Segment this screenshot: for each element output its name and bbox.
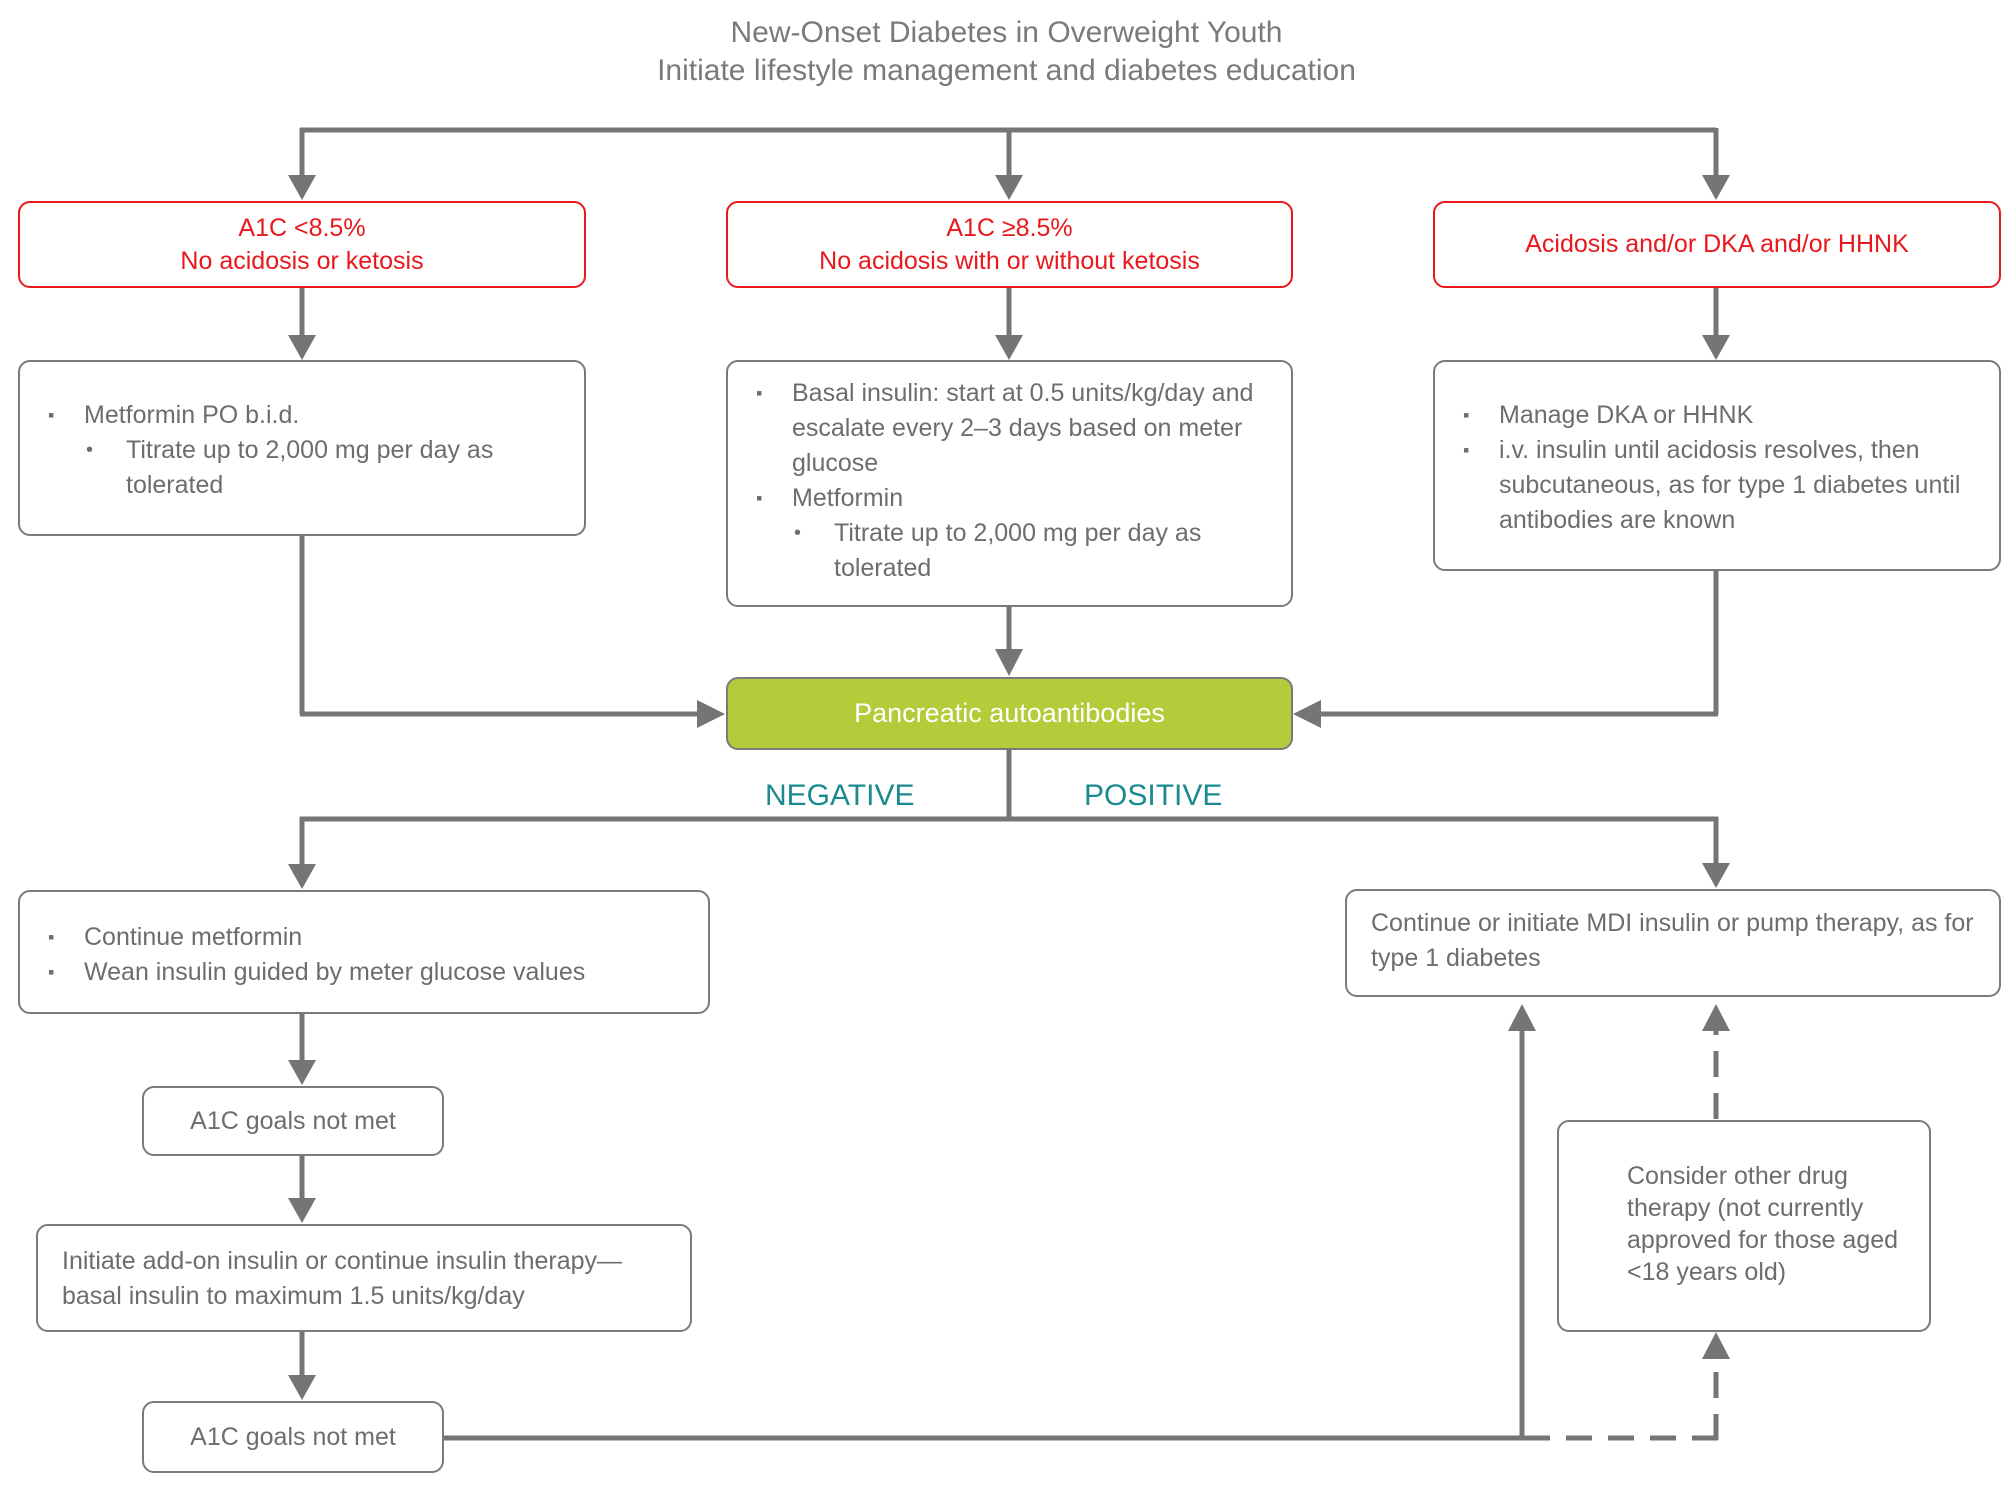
- continue-metformin-box: Continue metformin Wean insulin guided b…: [18, 890, 710, 1014]
- arrow-to-treatment-right: [1702, 335, 1730, 360]
- wean-insulin-item: Wean insulin guided by meter glucose val…: [20, 955, 688, 990]
- a1c-goals-not-met-box-2: A1C goals not met: [142, 1401, 444, 1473]
- arrow-to-criteria-left: [288, 175, 316, 200]
- arrow-to-negative-box: [288, 864, 316, 889]
- add-on-insulin-box: Initiate add-on insulin or continue insu…: [36, 1224, 692, 1332]
- other-drug-therapy-text: Consider other drug therapy (not current…: [1627, 1162, 1899, 1286]
- arrow-to-positive-box: [1702, 863, 1730, 888]
- arrow-middle-to-autoantibodies: [995, 649, 1023, 676]
- arrow-up-to-mdi: [1508, 1004, 1536, 1031]
- diagram-title: New-Onset Diabetes in Overweight Youth: [730, 16, 1283, 49]
- arrow-to-goals1: [288, 1060, 316, 1085]
- criteria-a1c-below-8-5: A1C <8.5% No acidosis or ketosis: [18, 201, 586, 288]
- mdi-insulin-pump-text: Continue or initiate MDI insulin or pump…: [1371, 909, 1974, 972]
- treatment-right-box: Manage DKA or HHNK i.v. insulin until ac…: [1433, 360, 2001, 571]
- treatment-middle-box: Basal insulin: start at 0.5 units/kg/day…: [726, 360, 1293, 607]
- treatment-right-item-manage-dka: Manage DKA or HHNK: [1435, 398, 1985, 433]
- treatment-left-item-metformin: Metformin PO b.i.d. Titrate up to 2,000 …: [20, 398, 564, 503]
- diagram-subtitle: Initiate lifestyle management and diabet…: [657, 54, 1356, 87]
- arrow-other-drug-to-mdi: [1702, 1004, 1730, 1031]
- arrow-right-to-autoantibodies: [1293, 700, 1321, 728]
- arrow-up-to-other-drug: [1702, 1332, 1730, 1359]
- criteria-left-line2: No acidosis or ketosis: [180, 246, 424, 275]
- criteria-a1c-above-8-5: A1C ≥8.5% No acidosis with or without ke…: [726, 201, 1293, 288]
- a1c-goals-not-met-box-1: A1C goals not met: [142, 1086, 444, 1156]
- criteria-middle-line2: No acidosis with or without ketosis: [819, 246, 1200, 275]
- arrow-to-treatment-left: [288, 335, 316, 360]
- arrow-to-addon: [288, 1198, 316, 1223]
- other-drug-therapy-box: Consider other drug therapy (not current…: [1557, 1120, 1931, 1332]
- treatment-middle-subitem-titrate: Titrate up to 2,000 mg per day as tolera…: [728, 516, 1269, 586]
- arrow-to-treatment-middle: [995, 335, 1023, 360]
- continue-metformin-item: Continue metformin: [20, 920, 688, 955]
- pancreatic-autoantibodies-box: Pancreatic autoantibodies: [726, 677, 1293, 750]
- arrow-to-criteria-middle: [995, 175, 1023, 200]
- criteria-middle-line1: A1C ≥8.5%: [946, 213, 1073, 242]
- positive-branch-label: POSITIVE: [1084, 779, 1223, 812]
- negative-branch-label: NEGATIVE: [765, 779, 915, 812]
- arrow-to-goals2: [288, 1375, 316, 1400]
- treatment-middle-item-basal-insulin: Basal insulin: start at 0.5 units/kg/day…: [728, 376, 1269, 481]
- criteria-right-line1: Acidosis and/or DKA and/or HHNK: [1525, 230, 1909, 258]
- treatment-right-item-iv-insulin: i.v. insulin until acidosis resolves, th…: [1435, 433, 1985, 538]
- criteria-acidosis-dka-hhnk: Acidosis and/or DKA and/or HHNK: [1433, 201, 2001, 288]
- criteria-left-line1: A1C <8.5%: [238, 213, 366, 242]
- arrow-to-criteria-right: [1702, 175, 1730, 200]
- add-on-insulin-text: Initiate add-on insulin or continue insu…: [62, 1247, 623, 1310]
- treatment-left-subitem-titrate: Titrate up to 2,000 mg per day as tolera…: [20, 433, 564, 503]
- treatment-middle-item-metformin: Metformin Titrate up to 2,000 mg per day…: [728, 481, 1269, 586]
- arrow-left-to-autoantibodies: [697, 700, 725, 728]
- treatment-left-box: Metformin PO b.i.d. Titrate up to 2,000 …: [18, 360, 586, 536]
- mdi-insulin-pump-box: Continue or initiate MDI insulin or pump…: [1345, 889, 2001, 997]
